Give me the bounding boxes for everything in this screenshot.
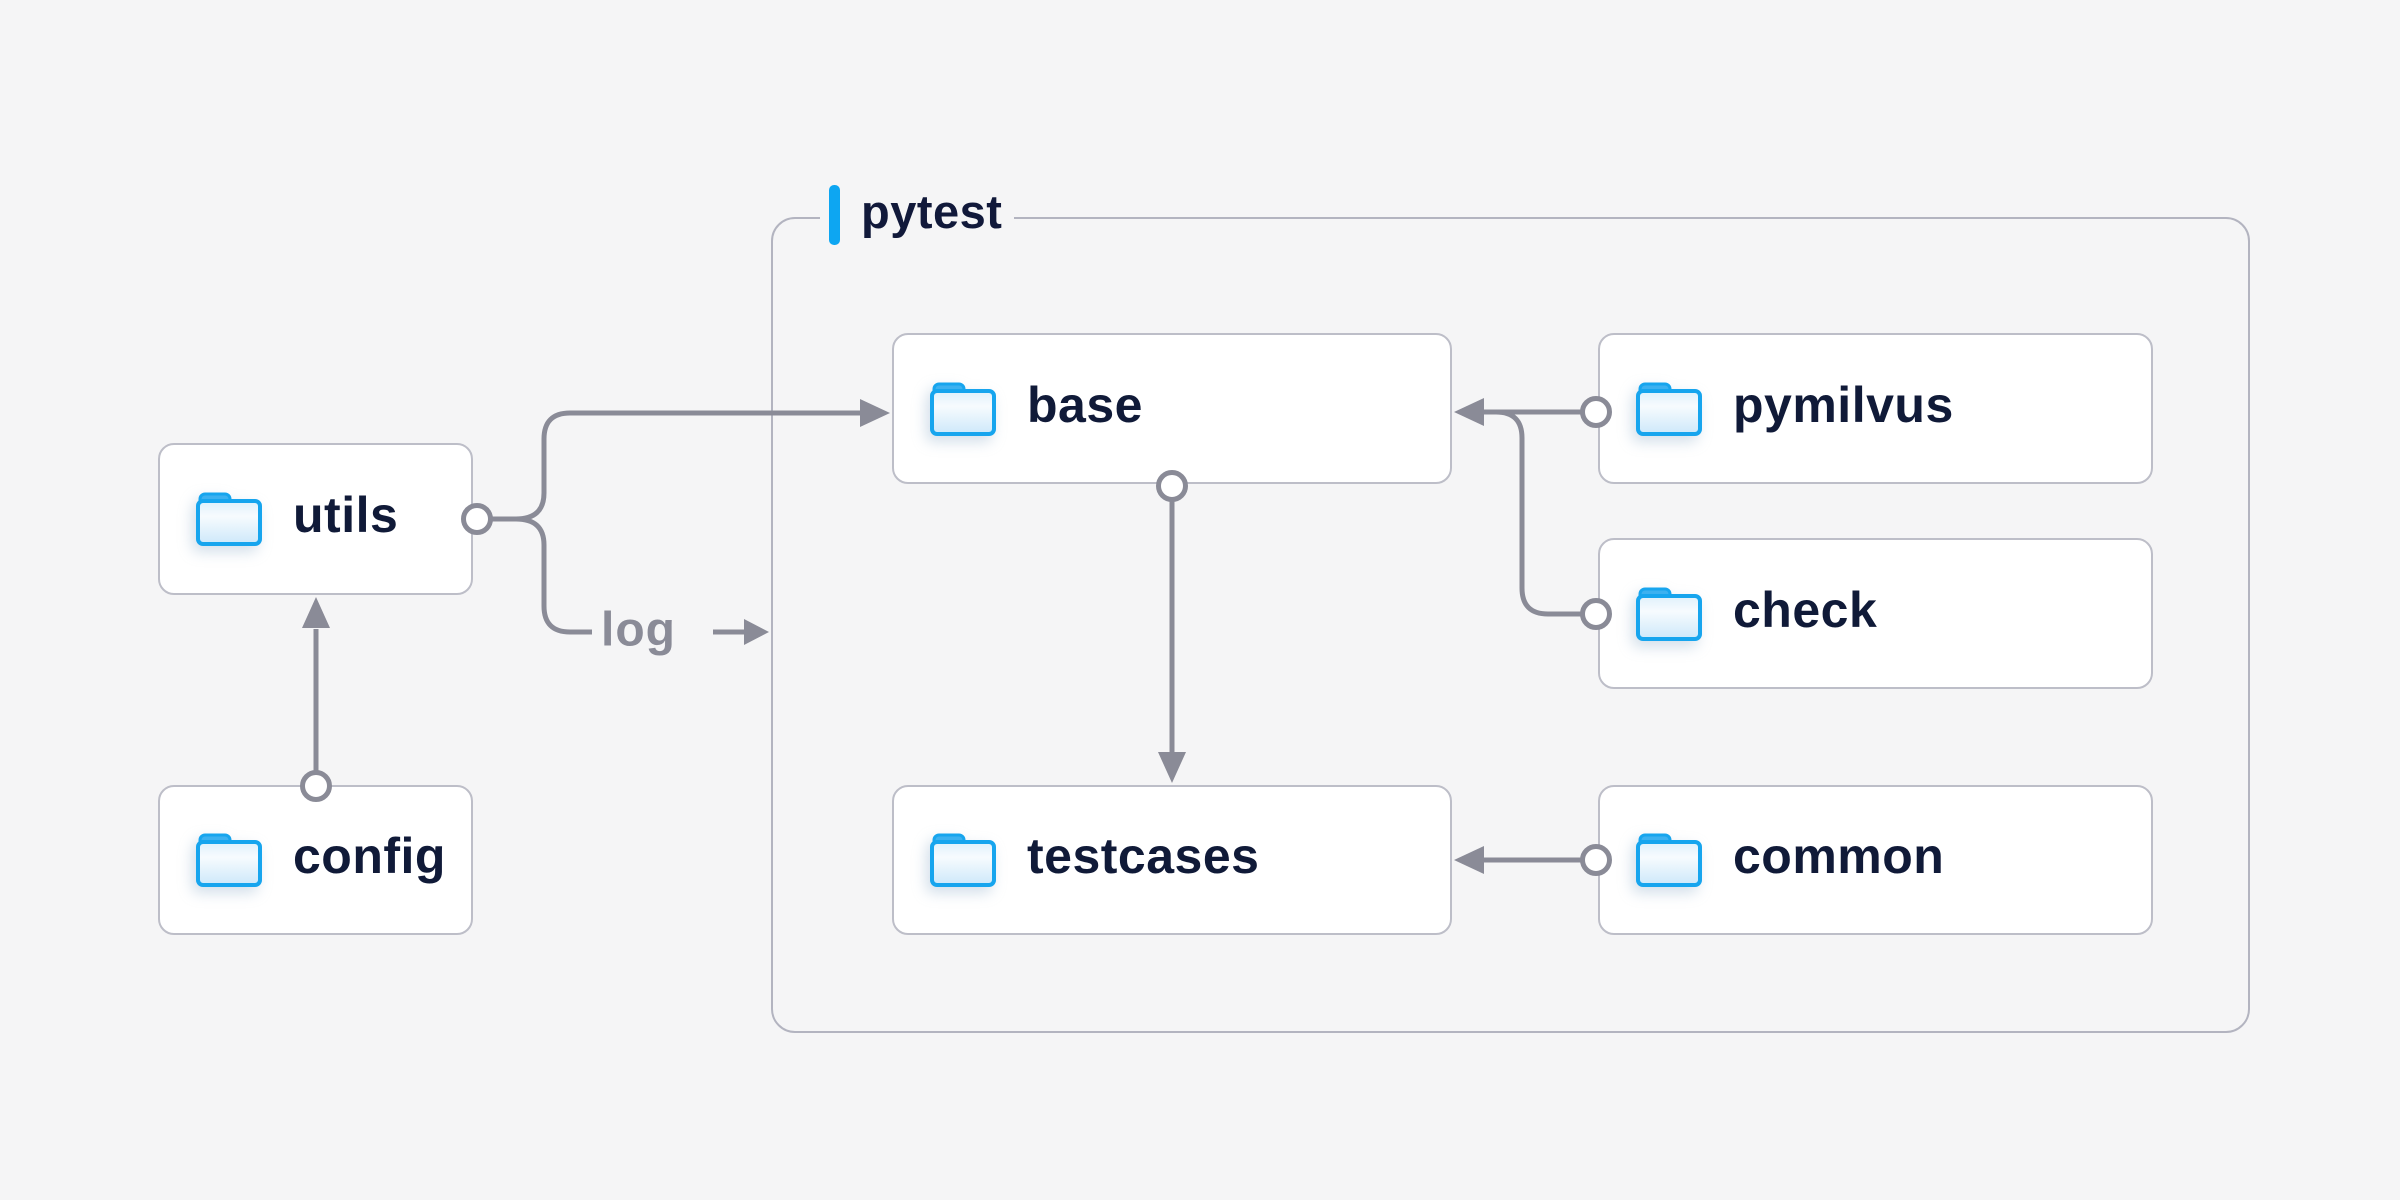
accent-bar-icon bbox=[829, 185, 840, 245]
folder-node-common: common bbox=[1598, 785, 2153, 935]
node-label: testcases bbox=[1027, 828, 1260, 884]
node-label: utils bbox=[293, 487, 399, 543]
group-title: pytest bbox=[861, 185, 1003, 238]
folder-node-check: check bbox=[1598, 538, 2153, 689]
folder-node-testcases: testcases bbox=[892, 785, 1452, 935]
folder-icon bbox=[1636, 833, 1702, 887]
folder-node-pymilvus: pymilvus bbox=[1598, 333, 2153, 484]
node-label: check bbox=[1733, 581, 1878, 638]
folder-node-base: base bbox=[892, 333, 1452, 484]
folder-icon bbox=[1636, 587, 1702, 641]
edge-label-log: log bbox=[601, 603, 676, 657]
folder-icon bbox=[196, 492, 262, 546]
folder-node-utils: utils bbox=[158, 443, 473, 595]
edge-config-utils bbox=[300, 597, 332, 802]
pytest-group-label: pytest bbox=[820, 184, 1015, 246]
node-label: common bbox=[1733, 828, 1945, 884]
node-label: base bbox=[1027, 376, 1143, 433]
folder-icon bbox=[1636, 382, 1702, 436]
folder-icon bbox=[930, 382, 996, 436]
folder-icon bbox=[196, 833, 262, 887]
folder-icon bbox=[930, 833, 996, 887]
folder-node-config: config bbox=[158, 785, 473, 935]
node-label: config bbox=[293, 828, 446, 884]
pytest-group-container bbox=[771, 217, 2250, 1033]
node-label: pymilvus bbox=[1733, 376, 1954, 433]
